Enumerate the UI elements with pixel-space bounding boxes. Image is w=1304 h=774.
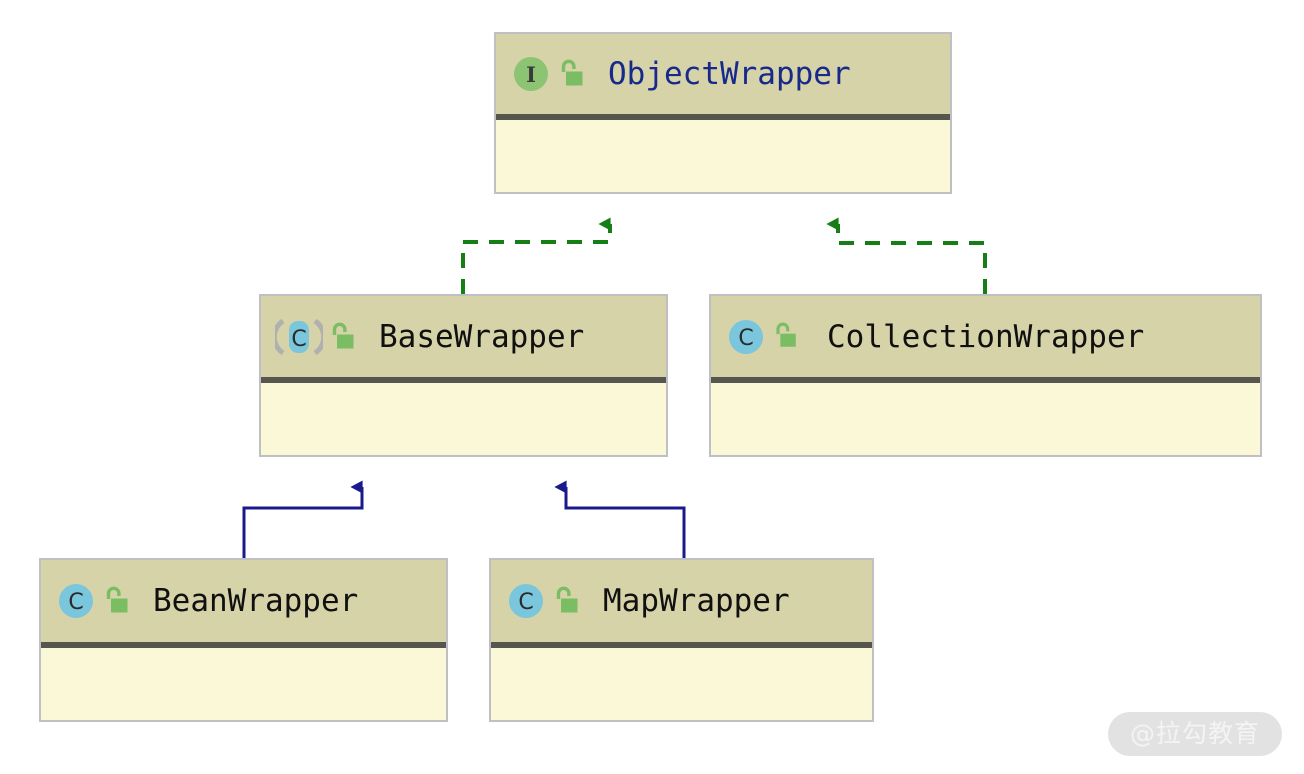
- uml-node-header: C BaseWrapper: [261, 296, 666, 383]
- abstract-class-icon: C: [275, 316, 323, 358]
- watermark: @拉勾教育: [1107, 711, 1282, 756]
- edge-bean-extends-base: [242, 480, 364, 558]
- uml-node-members: [41, 648, 446, 720]
- edge-base-implements-object: [461, 217, 612, 294]
- uml-node-name: ObjectWrapper: [608, 56, 851, 92]
- class-icon: C: [55, 580, 97, 622]
- uml-node-members: [261, 383, 666, 455]
- class-icon: C: [505, 580, 547, 622]
- uml-node-collectionwrapper[interactable]: C CollectionWrapper: [709, 294, 1262, 457]
- uml-node-header: C BeanWrapper: [41, 560, 446, 648]
- uml-node-header: I ObjectWrapper: [496, 34, 950, 120]
- svg-text:C: C: [738, 326, 753, 351]
- uml-node-basewrapper[interactable]: C BaseWrapper: [259, 294, 668, 457]
- uml-node-name: BeanWrapper: [153, 583, 359, 619]
- svg-text:C: C: [518, 590, 533, 615]
- svg-text:C: C: [68, 590, 83, 615]
- open-padlock-icon: [101, 584, 131, 618]
- edge-map-extends-base: [554, 480, 686, 558]
- uml-node-header: C CollectionWrapper: [711, 296, 1260, 383]
- open-padlock-icon: [556, 57, 586, 91]
- uml-node-objectwrapper[interactable]: I ObjectWrapper: [494, 32, 952, 194]
- uml-node-name: MapWrapper: [603, 583, 790, 619]
- uml-node-members: [711, 383, 1260, 455]
- svg-text:I: I: [526, 62, 536, 87]
- uml-node-members: [491, 648, 872, 720]
- uml-node-members: [496, 120, 950, 192]
- uml-node-name: CollectionWrapper: [827, 318, 1145, 355]
- interface-icon: I: [510, 53, 552, 95]
- edge-collection-implements-object: [826, 217, 987, 294]
- open-padlock-icon: [771, 320, 801, 354]
- uml-node-name: BaseWrapper: [379, 318, 585, 355]
- open-padlock-icon: [551, 584, 581, 618]
- uml-node-beanwrapper[interactable]: C BeanWrapper: [39, 558, 448, 722]
- open-padlock-icon: [327, 320, 357, 354]
- class-icon: C: [725, 316, 767, 358]
- svg-text:C: C: [291, 327, 306, 352]
- uml-node-header: C MapWrapper: [491, 560, 872, 648]
- uml-node-mapwrapper[interactable]: C MapWrapper: [489, 558, 874, 722]
